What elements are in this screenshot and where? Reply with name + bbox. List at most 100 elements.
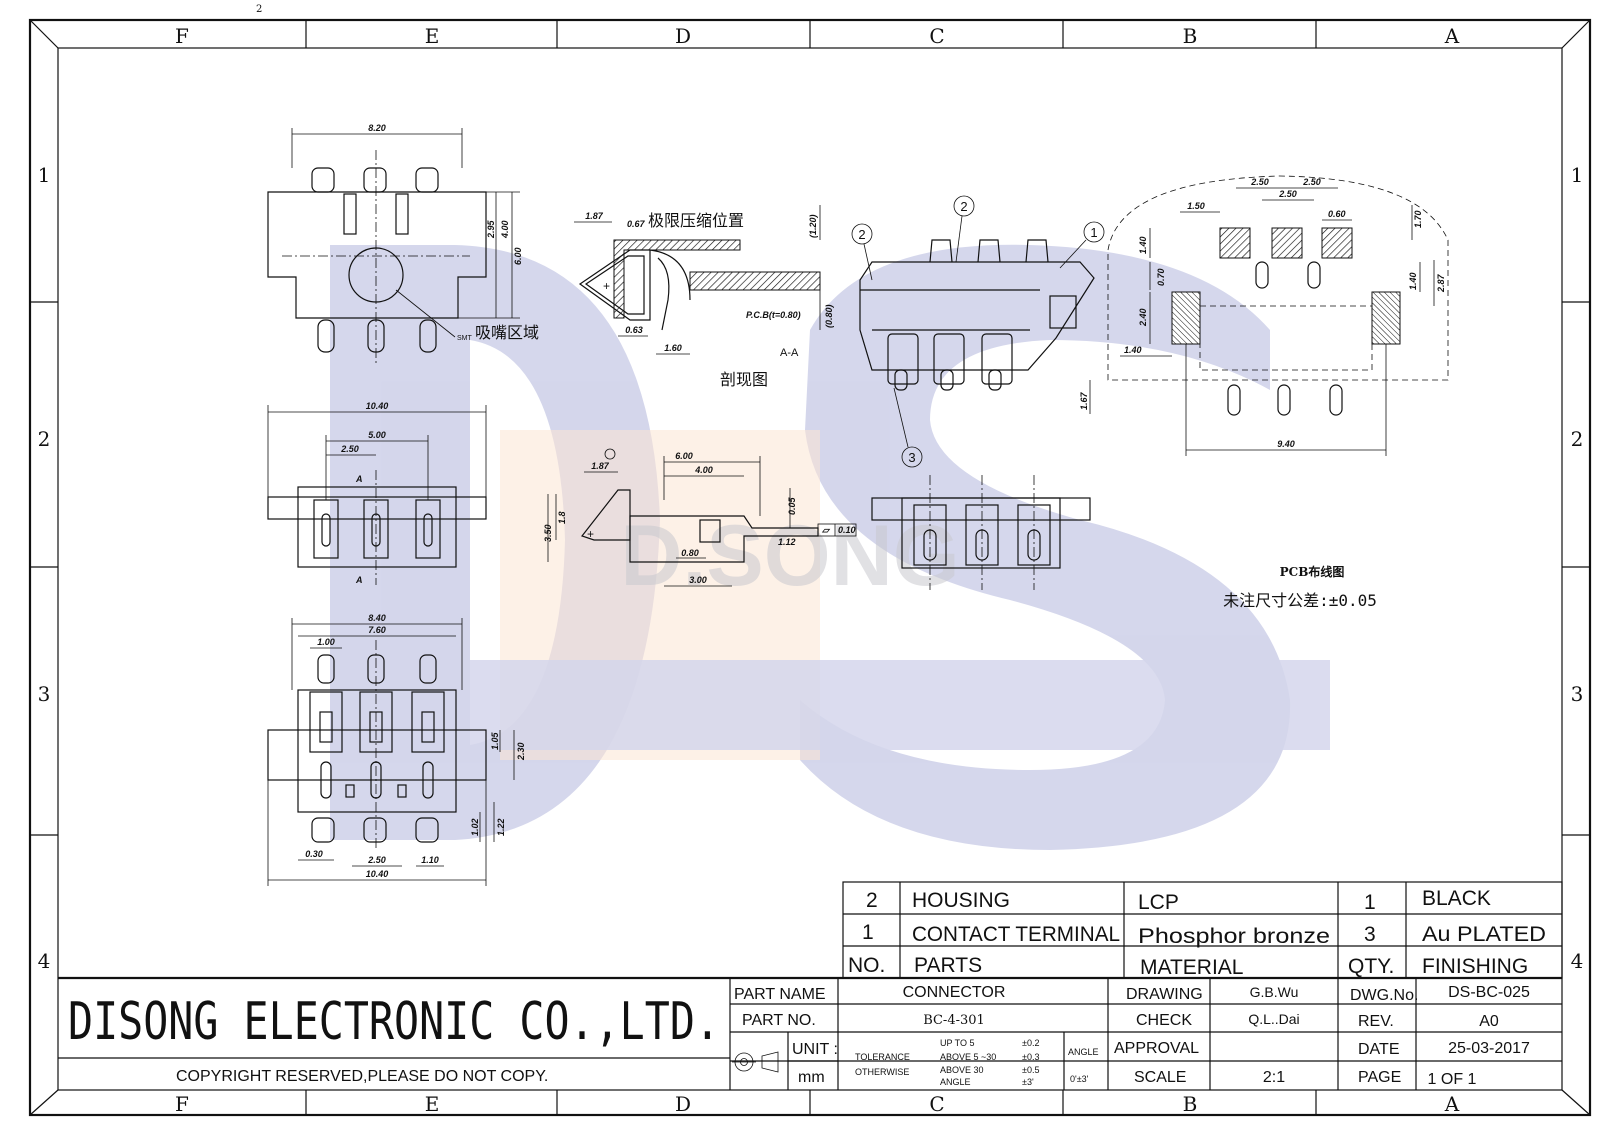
dim-section-1-87: 1.87 [585,211,604,221]
corner-mark: 2 [256,4,262,15]
column-label-bottom-e: E [425,1092,440,1116]
check-value: Q.L..Dai [1248,1011,1299,1027]
row-label-left-2: 2 [38,427,51,451]
datum-symbol [604,448,616,460]
rev-label: REV. [1358,1013,1394,1030]
side-view: + 6.00 4.00 1.87 1.8 3.50 0.05 ▱ 0.10 1.… [543,448,857,587]
pcb-dim-1-40-c: 1.40 [1124,345,1142,355]
column-label-top-a: A [1444,24,1460,48]
tolerance-value-4: ±3' [1022,1077,1034,1087]
bom-header-material: MATERIAL [1140,956,1243,979]
pcb-dim-2-40: 2.40 [1138,308,1148,327]
dim-section-0-80: (0.80) [824,304,834,328]
dim-bottom-1-10: 1.10 [421,855,439,865]
smt-label: SMT [457,335,473,342]
section-mark-top: A [355,474,363,484]
section-mark-bottom: A [355,575,363,585]
dim-top-width: 8.20 [368,123,386,133]
isometric-view: 1 2 2 3 [851,195,1105,468]
column-label-top-f: F [175,24,189,48]
dim-side-4-00: 4.00 [694,465,713,475]
tolerance-range-2: ABOVE 5 ~30 [940,1052,996,1062]
pcb-dim-2-87: 2.87 [1436,273,1446,293]
tolerance-label-1: TOLERANCE [855,1052,910,1062]
dim-bottom-2-30: 2.30 [516,742,526,761]
dim-top-2-95: 2.95 [486,219,496,239]
bom-no: 2 [866,889,878,912]
angle-label: ANGLE [1068,1047,1099,1057]
pcb-dim-1-40-a: 1.40 [1138,236,1148,254]
row-label-left-4: 4 [38,949,51,973]
column-label-top-c: C [929,24,944,48]
dim-top-4-00: 4.00 [500,220,510,239]
bom-header-parts: PARTS [914,954,982,977]
dim-bottom-7-60: 7.60 [368,625,386,635]
callout-3-label: 3 [908,450,915,465]
row-label-right-3: 3 [1571,682,1584,706]
front-view: 10.40 5.00 2.50 A A [267,401,487,585]
title-block-company: DISONG ELECTRONIC CO.,LTD. COPYRIGHT RES… [68,992,720,1085]
dim-side-3-50: 3.50 [543,524,553,542]
bom-part: HOUSING [912,889,1010,912]
dim-section-1-20: (1.20) [808,214,818,238]
column-label-bottom-f: F [175,1092,189,1116]
callout-3 [901,446,923,468]
section-label: A-A [780,347,799,359]
title-block-grid [58,976,1562,1090]
pcb-dim-2-50-a: 2.50 [1250,177,1269,187]
dwg-no-label: DWG.No. [1350,987,1418,1004]
dim-bottom-10-40: 10.40 [366,869,389,879]
dim-section-1-60: 1.60 [664,343,682,353]
date-label: DATE [1358,1041,1399,1058]
section-view-title: 剖现图 [720,371,768,389]
column-label-top-d: D [675,24,691,48]
bom-qty: 3 [1364,923,1376,946]
page-value: 1 OF 1 [1428,1071,1477,1088]
callout-2a [851,223,873,245]
pcb-layout-view: 2.50 2.50 2.50 1.50 0.60 1.70 1.40 0.70 … [1079,175,1449,610]
dim-side-0-05: 0.05 [787,496,797,515]
section-plus-symbol: + [603,279,610,293]
bom-qty: 1 [1364,891,1376,914]
scale-value: 2:1 [1263,1069,1285,1086]
tolerance-range-3: ABOVE 30 [940,1065,984,1075]
limit-compression-label: 极限压缩位置 [648,212,744,230]
tolerance-note: 未注尺寸公差:±0.05 [1223,591,1377,610]
flatness-symbol: ▱ [821,525,831,535]
dim-bottom-1-05: 1.05 [490,731,500,750]
dim-side-1-87: 1.87 [591,461,610,471]
dim-top-6-00: 6.00 [513,247,523,265]
tolerance-value-3: ±0.5 [1022,1065,1039,1075]
part-name-value: CONNECTOR [903,984,1006,1001]
part-name-label: PART NAME [734,986,826,1003]
part-no-value: BC-4-301 [923,1013,985,1028]
dim-side-0-10: 0.10 [838,525,856,535]
column-label-bottom-a: A [1444,1092,1460,1116]
bom-header-no: NO. [848,954,885,977]
row-label-left-1: 1 [38,163,51,187]
dim-bottom-1-22: 1.22 [496,818,506,836]
callout-2a-label: 2 [858,227,865,242]
copyright-notice: COPYRIGHT RESERVED,PLEASE DO NOT COPY. [176,1068,548,1085]
dim-side-0-80: 0.80 [681,548,699,558]
column-label-top-e: E [425,24,440,48]
pcb-dim-9-40: 9.40 [1277,439,1295,449]
callout-1 [1083,221,1105,243]
row-label-right-4: 4 [1571,949,1584,973]
part-no-label: PART NO. [742,1012,816,1029]
side-plus-symbol: + [587,527,594,541]
company-name: DISONG ELECTRONIC CO.,LTD. [68,992,720,1052]
pcb-dim-2-50-b: 2.50 [1302,177,1321,187]
row-label-left-3: 3 [38,682,51,706]
tolerance-value-1: ±0.2 [1022,1038,1039,1048]
watermark-letter-d [330,245,660,840]
drawing-label: DRAWING [1126,986,1203,1003]
projection-symbol-icon [732,1051,779,1073]
bom-finishing: BLACK [1422,887,1491,910]
dim-front-width: 10.40 [366,401,389,411]
callout-1-label: 1 [1090,225,1097,240]
column-label-bottom-d: D [675,1092,691,1116]
date-value: 25-03-2017 [1448,1040,1530,1057]
bom-finishing: Au PLATED [1422,923,1546,946]
pcb-dim-1-50: 1.50 [1187,201,1205,211]
